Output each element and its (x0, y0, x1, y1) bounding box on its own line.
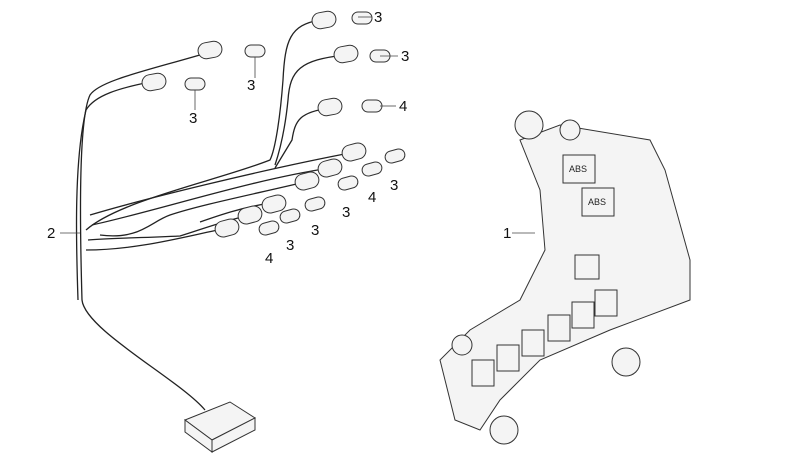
callout-3: 3 (374, 9, 383, 26)
callout-3: 3 (390, 177, 399, 194)
callout-3: 3 (189, 110, 198, 127)
callout-3: 3 (401, 48, 410, 65)
indicator-panel (439, 110, 691, 445)
callout-4: 4 (399, 98, 408, 115)
leader-lines (60, 16, 535, 234)
connectors (141, 10, 406, 453)
abs-indicator-label: ABS (588, 197, 607, 207)
callout-4: 4 (368, 189, 377, 206)
abs-indicator-label: ABS (569, 164, 588, 174)
callout-1: 1 (503, 225, 512, 242)
callout-4: 4 (265, 250, 274, 267)
callout-2: 2 (47, 225, 56, 242)
callout-3: 3 (286, 237, 295, 254)
callout-3: 3 (342, 204, 351, 221)
multi-pin-plug (183, 401, 257, 453)
wiring-harness (75, 19, 356, 411)
callout-3: 3 (311, 222, 320, 239)
callout-3: 3 (247, 77, 256, 94)
